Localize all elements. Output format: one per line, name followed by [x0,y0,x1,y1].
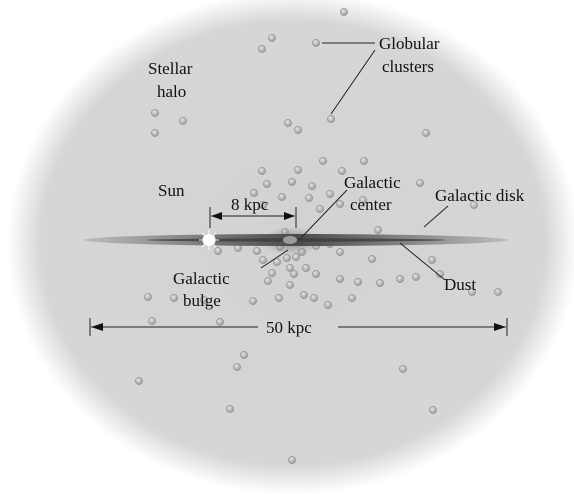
disk-diameter-dimension [89,318,508,336]
globular-cluster-dot [422,129,430,137]
globular-cluster-dot [428,256,436,264]
globular-cluster-dot [286,264,294,272]
sun-distance-label: 8 kpc [231,195,269,214]
globular-cluster-dot [284,119,292,127]
globular-clusters-leader-b [330,49,376,115]
globular-clusters-label: Globular clusters [379,34,444,76]
globular-cluster-dot [368,255,376,263]
dust-leader [399,242,446,281]
globular-cluster-dot [305,194,313,202]
globular-cluster-dot [319,157,327,165]
globular-cluster-dot [326,190,334,198]
globular-cluster-dot [416,179,424,187]
globular-cluster-dot [253,247,261,255]
globular-cluster-dot [144,293,152,301]
globular-cluster-dot [278,193,286,201]
globular-cluster-dots [135,8,502,464]
galactic-center-leader [298,189,348,241]
stellar-halo-label: Stellar halo [148,59,197,101]
globular-cluster-dot [268,269,276,277]
globular-cluster-dot [151,109,159,117]
globular-cluster-dot [308,182,316,190]
galactic-disk-label: Galactic disk [435,186,525,205]
globular-cluster-dot [151,129,159,137]
globular-cluster-dot [264,277,272,285]
globular-cluster-dot [259,201,267,209]
globular-cluster-dot [336,200,344,208]
globular-cluster-dot [494,288,502,296]
globular-cluster-dot [249,297,257,305]
disk-diameter-label: 50 kpc [266,318,312,337]
globular-cluster-dot [376,279,384,287]
globular-cluster-dot [216,318,224,326]
globular-cluster-dot [360,157,368,165]
globular-cluster-dot [300,291,308,299]
galactic-bulge-label: Galactic bulge [173,269,234,310]
globular-cluster-dot [470,201,478,209]
globular-cluster-dot [240,351,248,359]
globular-cluster-dot [288,178,296,186]
globular-cluster-dot [354,278,362,286]
globular-cluster-dot [338,167,346,175]
globular-cluster-dot [336,248,344,256]
globular-cluster-dot [436,270,444,278]
globular-cluster-dot [294,126,302,134]
globular-cluster-dot [312,270,320,278]
globular-cluster-dot [268,34,276,42]
globular-cluster-dot [283,254,291,262]
globular-cluster-dot [233,363,241,371]
globular-cluster-dot [324,301,332,309]
globular-cluster-dot [214,247,222,255]
globular-cluster-dot [286,281,294,289]
globular-cluster-dot [412,273,420,281]
globular-cluster-dot [179,117,187,125]
globular-cluster-dot [374,226,382,234]
sun-label: Sun [158,181,185,200]
globular-cluster-dot [336,275,344,283]
globular-cluster-dot [399,365,407,373]
globular-cluster-dot [263,180,271,188]
globular-cluster-dot [148,317,156,325]
galactic-center-label: Galactic center [344,173,405,214]
globular-cluster-dot [258,45,266,53]
globular-cluster-dot [429,406,437,414]
galactic-disk-leader [423,205,449,228]
globular-cluster-dot [170,294,178,302]
globular-cluster-dot [359,196,367,204]
globular-cluster-dot [259,256,267,264]
dust-label: Dust [444,275,476,294]
globular-cluster-dot [340,8,348,16]
globular-cluster-dot [468,288,476,296]
globular-cluster-dot [275,294,283,302]
globular-cluster-dot [258,167,266,175]
globular-cluster-dot [327,115,335,123]
globular-cluster-dot [273,258,281,266]
globular-cluster-dot [348,294,356,302]
sun-icon [199,230,219,250]
globular-cluster-dot [302,264,310,272]
globular-cluster-dot [290,270,298,278]
globular-cluster-dot [288,456,296,464]
globular-cluster-dot [135,377,143,385]
globular-cluster-dot [200,296,208,304]
globular-cluster-dot [316,205,324,213]
globular-cluster-dot [312,39,320,47]
globular-cluster-dot [310,294,318,302]
globular-cluster-dot [294,166,302,174]
sun-distance-dimension [209,207,297,228]
bulge-leader [260,249,289,269]
globular-cluster-dot [226,405,234,413]
globular-cluster-dot [396,275,404,283]
globular-cluster-dot [250,189,258,197]
galactic-center-marker [283,236,297,244]
